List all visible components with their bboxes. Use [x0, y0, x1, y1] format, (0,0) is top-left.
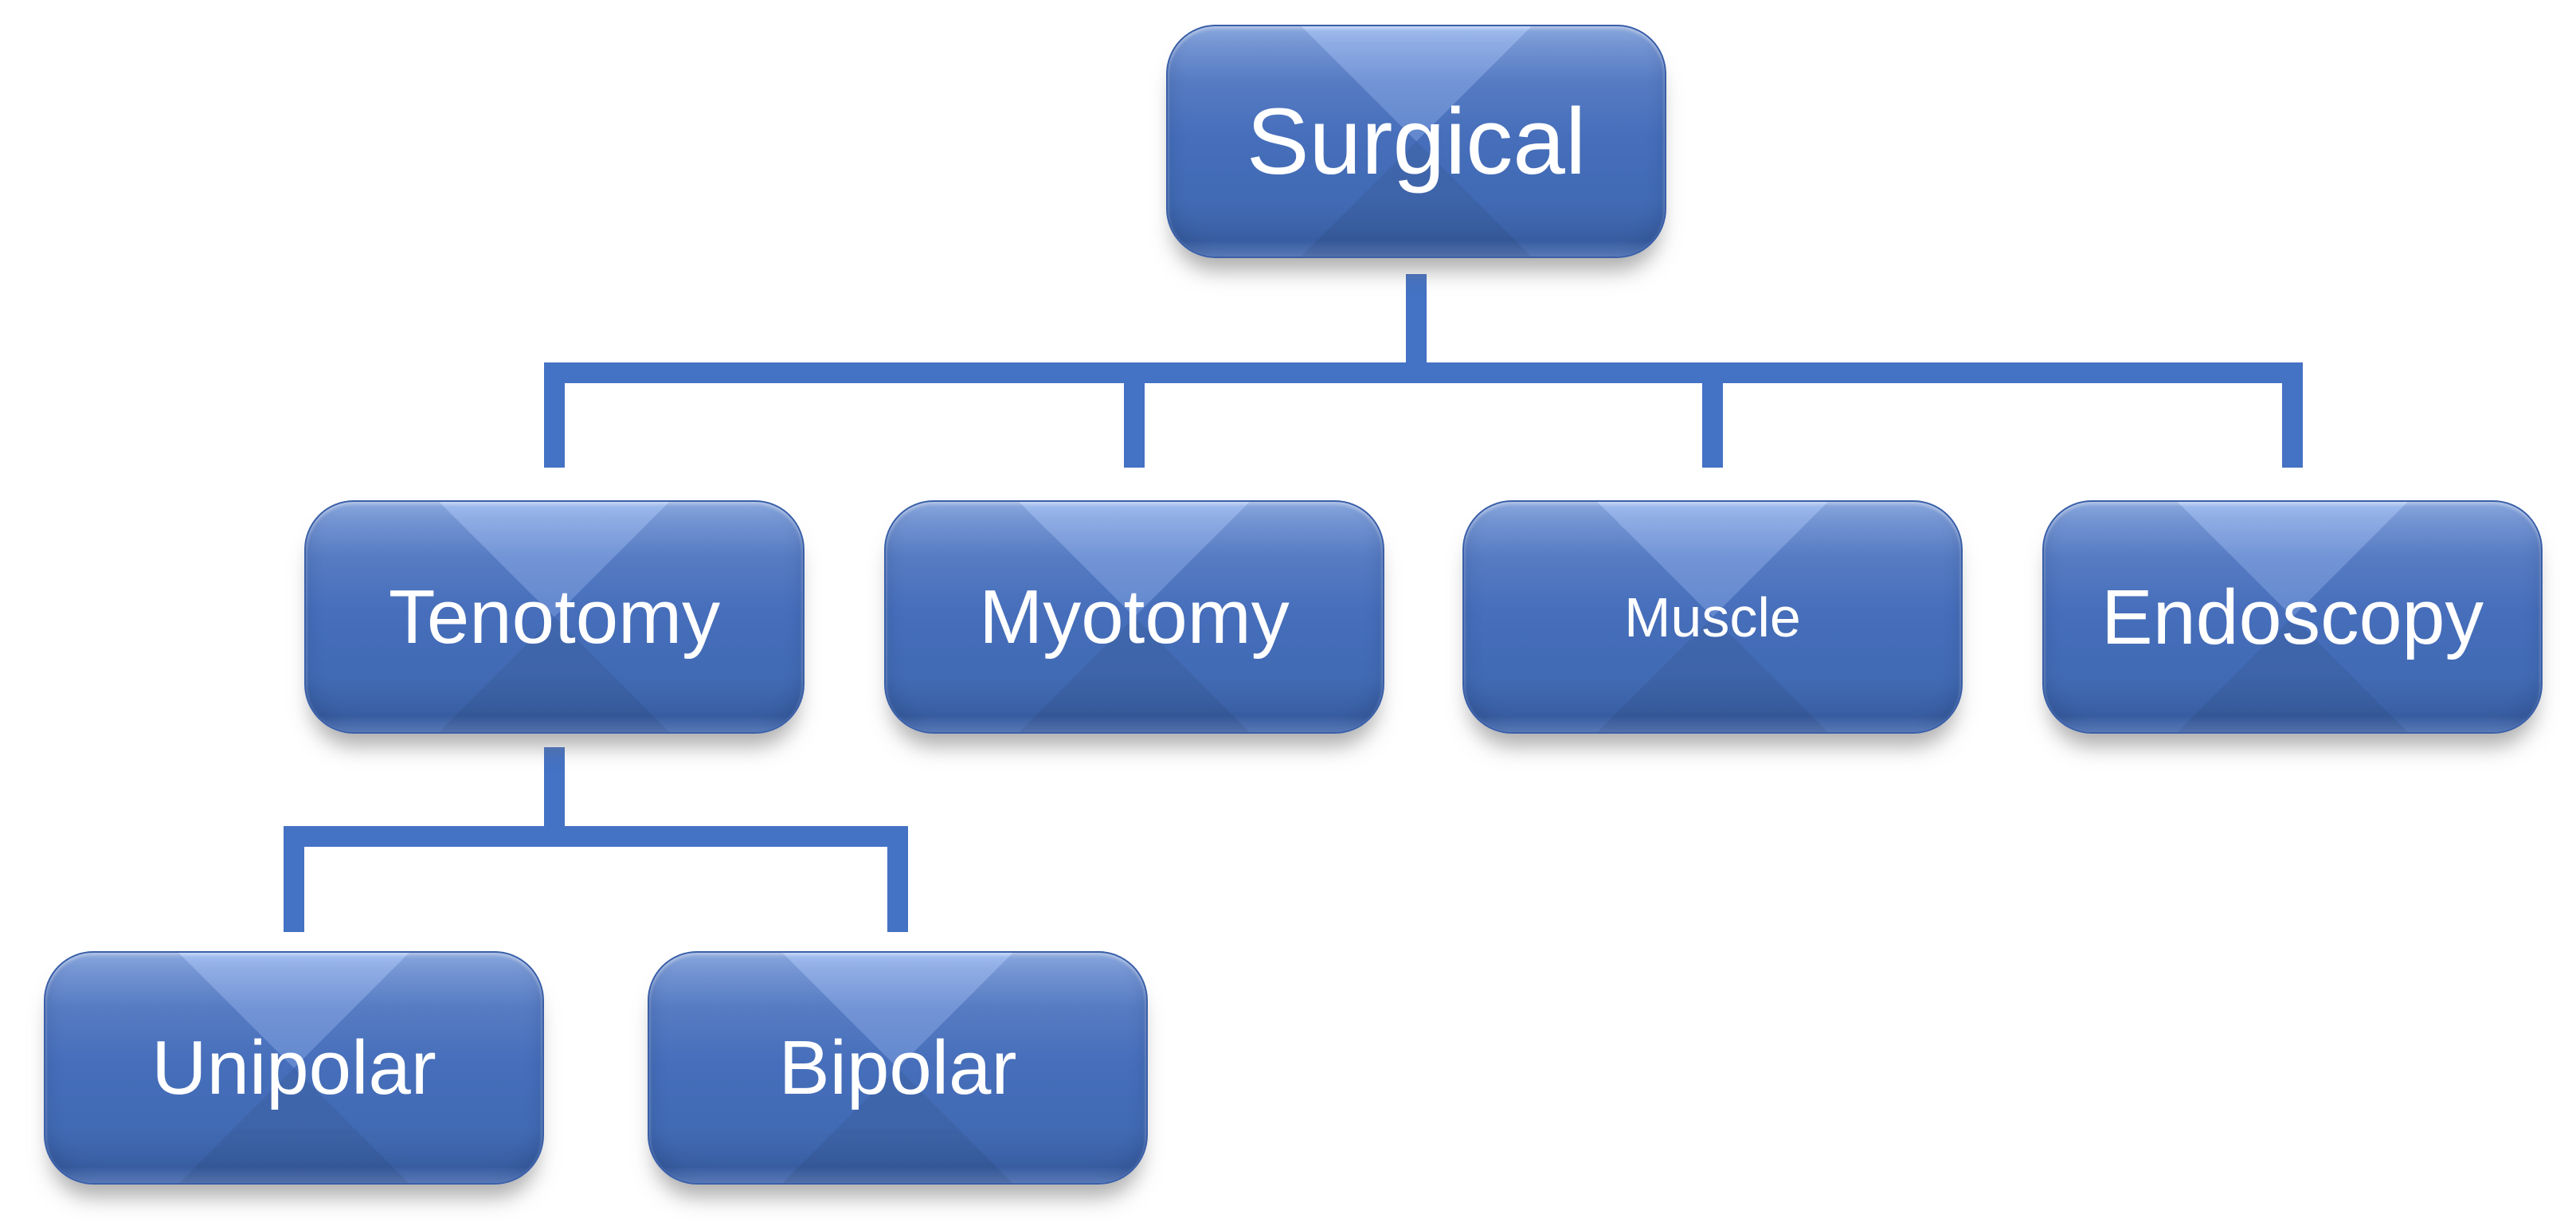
node-tenotomy-label: Tenotomy — [388, 574, 721, 660]
connector-drop-muscle — [1702, 383, 1723, 468]
node-muscle: Muscle — [1462, 500, 1963, 734]
connector-drop-bipolar — [887, 847, 908, 932]
node-unipolar-label: Unipolar — [151, 1024, 437, 1110]
node-myotomy-label: Myotomy — [979, 574, 1290, 660]
node-endoscopy-label: Endoscopy — [2101, 574, 2484, 660]
node-bipolar: Bipolar — [648, 951, 1148, 1185]
connector-drop-unipolar — [284, 847, 304, 932]
node-endoscopy: Endoscopy — [2042, 500, 2543, 734]
connector-level2-bar — [284, 826, 908, 847]
node-unipolar: Unipolar — [44, 951, 544, 1185]
node-muscle-label: Muscle — [1624, 586, 1801, 648]
node-tenotomy: Tenotomy — [304, 500, 805, 734]
connector-drop-tenotomy — [544, 383, 565, 468]
connector-level1-bar — [544, 362, 2303, 383]
connector-drop-myotomy — [1124, 383, 1145, 468]
connector-drop-endoscopy — [2282, 383, 2303, 468]
node-surgical-label: Surgical — [1246, 88, 1587, 194]
node-myotomy: Myotomy — [884, 500, 1384, 734]
node-bipolar-label: Bipolar — [778, 1024, 1017, 1110]
node-surgical: Surgical — [1166, 25, 1666, 258]
